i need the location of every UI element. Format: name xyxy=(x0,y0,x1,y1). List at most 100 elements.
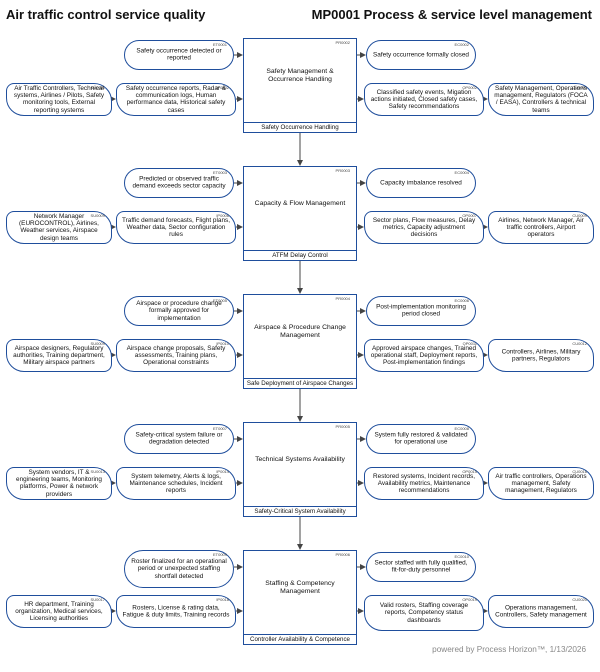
output-box-text: Sector plans, Flow measures, Delay metri… xyxy=(372,216,476,239)
element-id: IP0006 xyxy=(216,213,229,218)
element-id: SU0009 xyxy=(90,341,105,346)
input-box-text: Airspace change proposals, Safety assess… xyxy=(126,344,226,367)
element-id: EC0004 xyxy=(454,170,469,175)
input-box-text: Traffic demand forecasts, Flight plans, … xyxy=(122,216,230,239)
element-id: EC0002 xyxy=(454,42,469,47)
element-id: SU0013 xyxy=(90,469,105,474)
element-id: ET0007 xyxy=(212,426,227,431)
element-id: SU0001 xyxy=(90,85,105,90)
output-box-text: Approved airspace changes, Trained opera… xyxy=(370,344,478,367)
process-subtitle: Controller Availability & Competence xyxy=(244,634,356,644)
end-event-text: Post-implementation monitoring period cl… xyxy=(376,303,466,318)
supplier-box-text: Network Manager (EUROCONTROL), Airlines,… xyxy=(19,212,99,242)
input-box-text: Safety occurrence reports, Radar & commu… xyxy=(125,84,227,114)
element-id: SU0017 xyxy=(90,597,105,602)
process-subtitle: Safety-Critical System Availability xyxy=(244,506,356,516)
trigger-event-text: Safety occurrence detected or reported xyxy=(136,47,222,62)
element-id: OP0002 xyxy=(462,85,477,90)
element-id: PR0005 xyxy=(335,424,350,429)
element-id: ET0001 xyxy=(212,42,227,47)
element-id: IP0002 xyxy=(216,85,229,90)
element-id: CU0009 xyxy=(572,213,587,218)
customer-box-text: Operations management, Controllers, Safe… xyxy=(495,604,587,619)
trigger-event-text: Predicted or observed traffic demand exc… xyxy=(132,175,226,190)
end-event-text: Capacity imbalance resolved xyxy=(380,179,462,187)
process-title: Airspace & Procedure Change Management xyxy=(254,324,346,340)
element-id: CU0004 xyxy=(572,85,587,90)
trigger-event-text: Safety-critical system failure or degrad… xyxy=(135,431,223,446)
element-id: PR0003 xyxy=(335,168,350,173)
process-subtitle: Safe Deployment of Airspace Changes xyxy=(244,378,356,388)
process-subtitle: Safety Occurrence Handling xyxy=(244,122,356,132)
element-id: EC0010 xyxy=(454,554,469,559)
trigger-event-text: Airspace or procedure change formally ap… xyxy=(136,299,222,322)
element-id: SU0009 xyxy=(90,213,105,218)
element-id: EC0008 xyxy=(454,426,469,431)
supplier-box-text: HR department, Training organization, Me… xyxy=(15,600,103,623)
element-id: IP0018 xyxy=(216,597,229,602)
output-box-text: Restored systems, Incident records, Avai… xyxy=(373,472,475,495)
supplier-box-text: System vendors, IT & engineering teams, … xyxy=(16,468,102,498)
element-id: ET0009 xyxy=(212,552,227,557)
map-title: MP0001 Process & service level managemen… xyxy=(311,7,592,22)
element-id: OP0015 xyxy=(462,469,477,474)
element-id: ET0005 xyxy=(212,298,227,303)
element-id: CU0020 xyxy=(572,597,587,602)
input-box-text: Rosters, License & rating data, Fatigue … xyxy=(122,604,230,619)
element-id: OP0007 xyxy=(462,213,477,218)
output-box-text: Valid rosters, Staffing coverage reports… xyxy=(379,601,469,624)
element-id: OP0019 xyxy=(462,597,477,602)
element-id: PR0004 xyxy=(335,296,350,301)
element-id: ET0003 xyxy=(212,170,227,175)
process-title: Staffing & Competency Management xyxy=(265,580,335,596)
process-title: Capacity & Flow Management xyxy=(254,200,346,208)
element-id: CU0012 xyxy=(572,341,587,346)
output-box-text: Classified safety events, Migation actio… xyxy=(370,88,478,111)
customer-box-text: Airlines, Network Manager, Air traffic c… xyxy=(498,216,584,239)
element-id: CU0016 xyxy=(572,469,587,474)
customer-box-text: Safety Management, Operations management… xyxy=(494,84,588,114)
element-id: IP0010 xyxy=(216,341,229,346)
process-subtitle: ATFM Delay Control xyxy=(244,250,356,260)
end-event-text: Safety occurrence formally closed xyxy=(373,51,469,59)
element-id: IP0014 xyxy=(216,469,229,474)
